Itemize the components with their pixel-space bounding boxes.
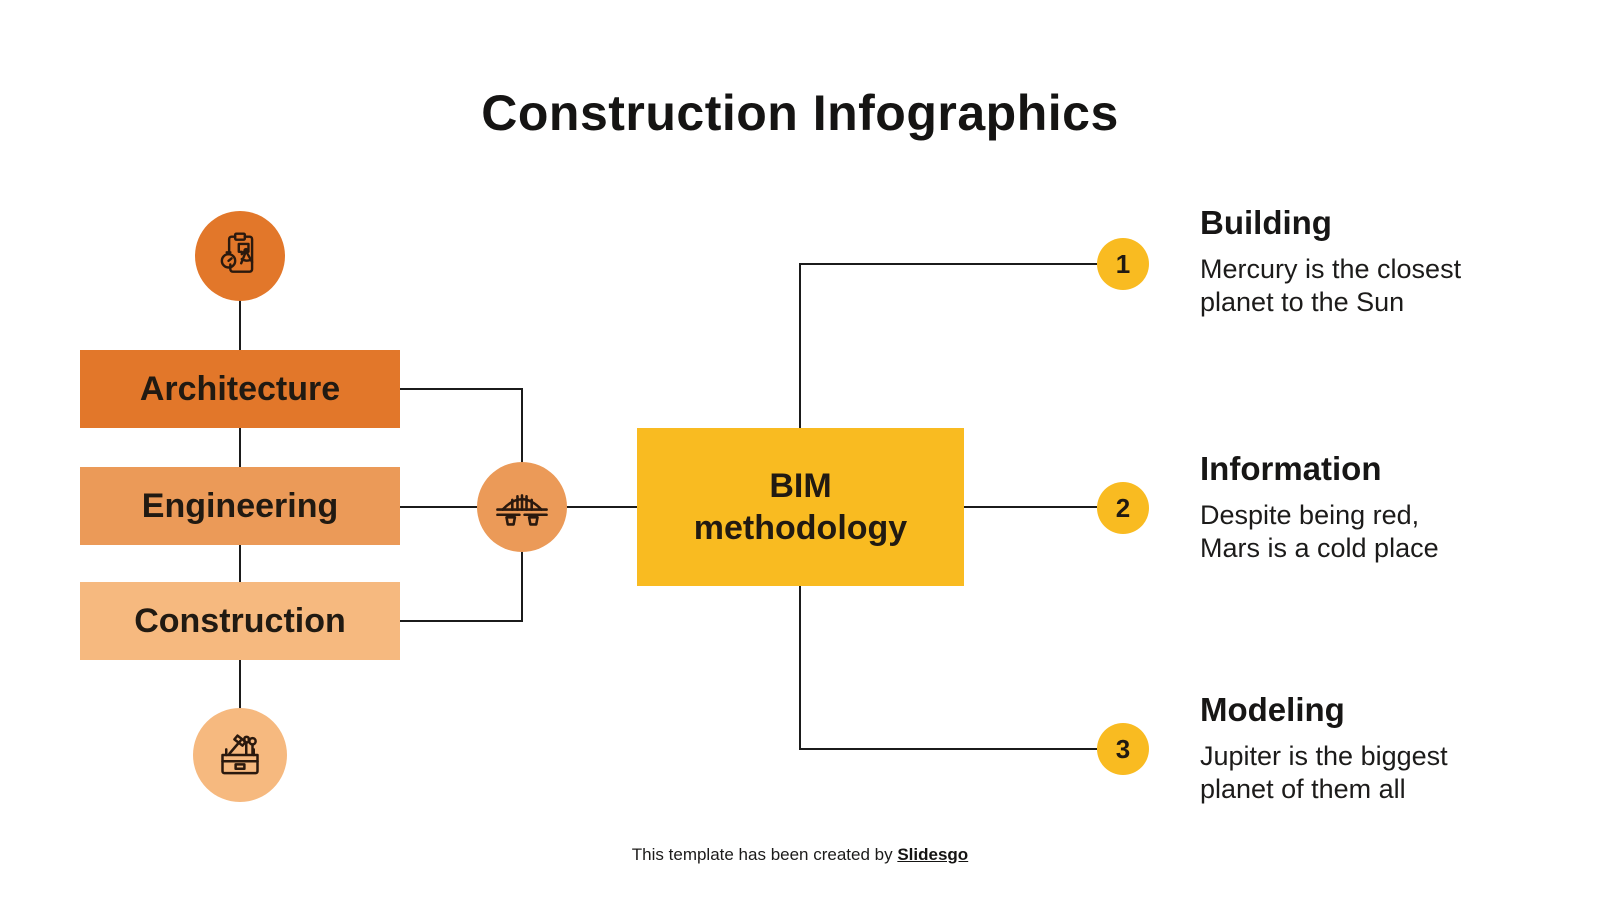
list-item-building: Building Mercury is the closest planet t… bbox=[1200, 203, 1540, 319]
stage-box-architecture: Architecture bbox=[80, 350, 400, 428]
item-body: Despite being red, Mars is a cold place bbox=[1200, 500, 1439, 563]
planning-icon-circle bbox=[195, 211, 285, 301]
item-heading: Modeling bbox=[1200, 691, 1345, 728]
item-heading: Building bbox=[1200, 204, 1332, 241]
step-number: 1 bbox=[1115, 248, 1131, 279]
item3-connector bbox=[799, 586, 1097, 750]
stage-label: Engineering bbox=[141, 486, 339, 525]
toolbox-icon bbox=[210, 725, 270, 785]
item-body: Mercury is the closest planet to the Sun bbox=[1200, 254, 1462, 317]
bim-methodology-label: BIM methodology bbox=[693, 467, 908, 547]
slidesgo-link[interactable]: Slidesgo bbox=[897, 845, 969, 864]
step-number: 2 bbox=[1115, 492, 1131, 523]
item-heading: Information bbox=[1200, 450, 1382, 487]
clipboard-planning-icon bbox=[211, 227, 269, 285]
footer-credit: This template has been created by Slides… bbox=[0, 845, 1600, 865]
step-number-badge-3: 3 bbox=[1097, 723, 1149, 775]
stage-box-engineering: Engineering bbox=[80, 467, 400, 545]
stage-label: Construction bbox=[134, 601, 346, 640]
bridge-icon-circle bbox=[477, 462, 567, 552]
footer-credit-text: This template has been created by bbox=[631, 845, 898, 864]
list-item-modeling: Modeling Jupiter is the biggest planet o… bbox=[1200, 690, 1540, 806]
page-title: Construction Infographics bbox=[481, 85, 1119, 141]
bridge-icon bbox=[491, 476, 553, 538]
item-body: Jupiter is the biggest planet of them al… bbox=[1200, 741, 1448, 804]
step-number-badge-2: 2 bbox=[1097, 482, 1149, 534]
step-number: 3 bbox=[1115, 733, 1131, 764]
list-item-information: Information Despite being red, Mars is a… bbox=[1200, 449, 1540, 565]
bim-methodology-box: BIM methodology bbox=[637, 428, 964, 586]
stage-label: Architecture bbox=[139, 369, 341, 408]
toolbox-icon-circle bbox=[193, 708, 287, 802]
item1-connector bbox=[799, 263, 1097, 428]
stage-box-construction: Construction bbox=[80, 582, 400, 660]
step-number-badge-1: 1 bbox=[1097, 238, 1149, 290]
